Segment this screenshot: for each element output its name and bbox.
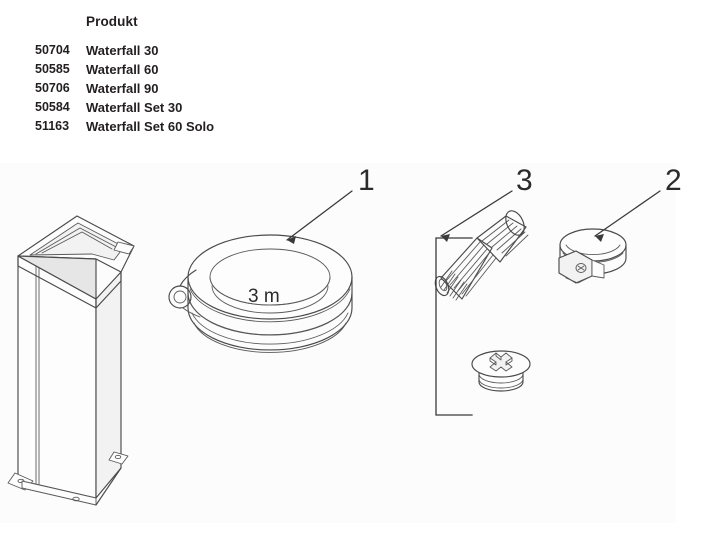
product-code: 50704 bbox=[35, 43, 70, 57]
product-name: Waterfall 30 bbox=[86, 43, 159, 58]
product-name: Waterfall Set 60 Solo bbox=[86, 119, 215, 134]
stepped-hose-barb bbox=[434, 210, 529, 301]
product-code: 50584 bbox=[35, 100, 70, 114]
callout-3: 3 bbox=[435, 164, 533, 416]
callout-2: 2 bbox=[594, 164, 682, 242]
product-name: Waterfall Set 30 bbox=[86, 100, 183, 115]
product-code: 51163 bbox=[35, 119, 70, 133]
waterfall-blade-unit bbox=[7, 215, 135, 506]
coiled-hose: 3 m bbox=[168, 234, 353, 353]
product-code: 50706 bbox=[35, 81, 70, 95]
hose-clamp bbox=[558, 228, 627, 284]
callout-1: 1 bbox=[286, 164, 375, 244]
callout-2-number: 2 bbox=[665, 164, 682, 197]
product-name: Waterfall 60 bbox=[86, 62, 159, 77]
parts-diagram: 3 m 1 bbox=[7, 164, 682, 506]
product-table: Produkt 50704 Waterfall 30 50585 Waterfa… bbox=[0, 0, 709, 150]
hose-length-label: 3 m bbox=[248, 286, 280, 307]
product-code: 50585 bbox=[35, 62, 70, 76]
threaded-plug bbox=[471, 350, 531, 392]
product-name: Waterfall 90 bbox=[86, 81, 159, 96]
table-header-product: Produkt bbox=[86, 14, 138, 29]
callout-3-number: 3 bbox=[516, 164, 533, 197]
callout-1-number: 1 bbox=[358, 164, 375, 197]
